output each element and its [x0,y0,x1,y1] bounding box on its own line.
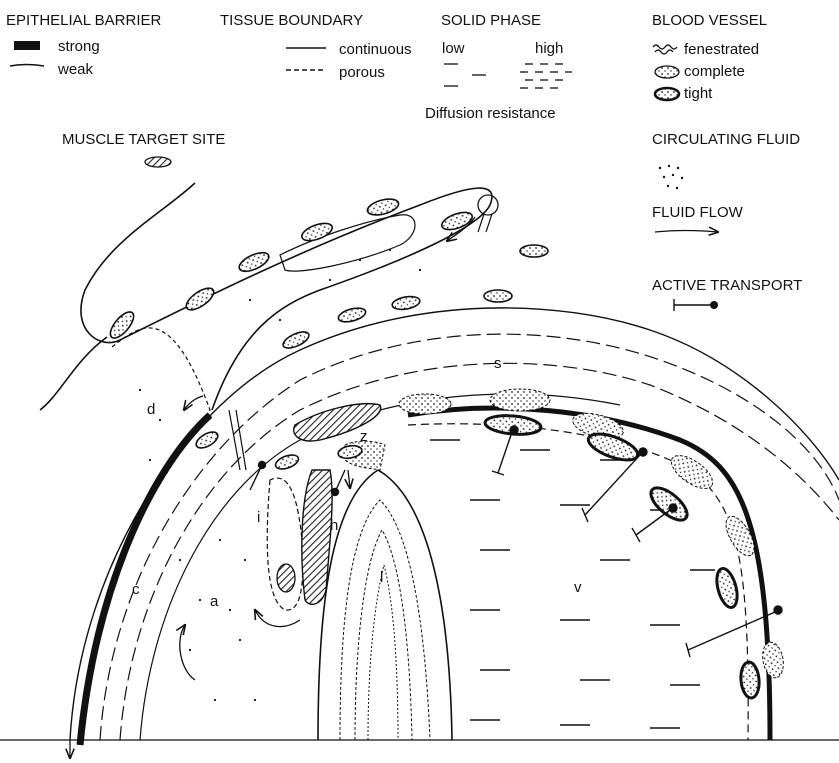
legend-high-label: high [535,40,563,57]
legend-tissue-boundary: TISSUE BOUNDARY continuous porous [220,12,412,81]
legend-active-transport: ACTIVE TRANSPORT [652,277,802,311]
circulating-fluid-swatch [659,165,683,189]
low-resistance-swatch [444,64,486,86]
inner-stroma-layer [120,363,839,740]
lens-layer-3 [368,565,398,740]
tear-film-boundary [80,328,210,740]
retinal-epithelium-strong [408,408,770,740]
label-h: h [330,517,338,534]
legend-diffusion-caption: Diffusion resistance [425,105,556,122]
choroid-fenestrated-vessels [399,389,786,679]
legend: EPITHELIAL BARRIER strong weak TISSUE BO… [6,12,802,311]
fluid-flow-swatch [655,231,718,233]
legend-complete-label: complete [684,63,745,80]
complete-vessel-swatch [655,66,679,78]
legend-fluid-flow-label: FLUID FLOW [652,204,744,221]
legend-muscle-label: MUSCLE TARGET SITE [62,131,225,148]
label-v: v [574,579,582,596]
strong-barrier-swatch [14,41,40,50]
legend-blood-vessel: BLOOD VESSEL fenestrated complete tight [652,12,767,102]
lens-layer-2 [355,530,412,740]
tight-vessel-swatch [655,88,679,100]
muscle-target-swatch [145,157,171,167]
legend-circulating-fluid: CIRCULATING FLUID [652,131,800,189]
label-a: a [210,593,219,610]
fenestrated-vessel-swatch [653,45,677,54]
legend-fluid-flow: FLUID FLOW [652,204,744,232]
legend-circulating-label: CIRCULATING FLUID [652,131,800,148]
iris-muscle-target [277,564,295,592]
retinal-tight-vessels [484,414,760,699]
legend-blood-title: BLOOD VESSEL [652,12,767,29]
label-c: c [132,581,140,598]
label-z: z [360,428,368,445]
legend-weak-label: weak [57,61,94,78]
outer-shell-line [70,308,839,740]
lower-skin-line [40,337,107,410]
weak-barrier-swatch [10,65,44,67]
lens-layer-1 [340,500,430,740]
legend-tight-label: tight [684,85,713,102]
legend-epithelial-barrier: EPITHELIAL BARRIER strong weak [6,12,161,78]
gland-duct [478,195,498,215]
legend-solid-title: SOLID PHASE [441,12,541,29]
eyelid-outline [81,183,492,410]
label-l: l [380,569,383,586]
legend-active-transport-label: ACTIVE TRANSPORT [652,277,802,294]
legend-low-label: low [442,40,465,57]
legend-epithelial-title: EPITHELIAL BARRIER [6,12,161,29]
iris-sphincter [294,404,381,441]
high-resistance-swatch [520,64,572,88]
legend-solid-phase: SOLID PHASE low high Diffusion resistanc… [425,12,572,122]
conjunctival-fold [280,215,415,271]
legend-continuous-label: continuous [339,41,412,58]
legend-strong-label: strong [58,38,100,55]
legend-porous-label: porous [339,64,385,81]
label-s: s [494,355,502,372]
legend-fenestrated-label: fenestrated [684,41,759,58]
label-i: i [257,509,260,526]
active-transport-swatch [674,299,718,311]
legend-tissue-title: TISSUE BOUNDARY [220,12,363,29]
legend-muscle-target: MUSCLE TARGET SITE [62,131,225,167]
lens-capsule [318,470,452,740]
label-d: d [147,401,155,418]
vitreous-dashes [430,440,715,728]
